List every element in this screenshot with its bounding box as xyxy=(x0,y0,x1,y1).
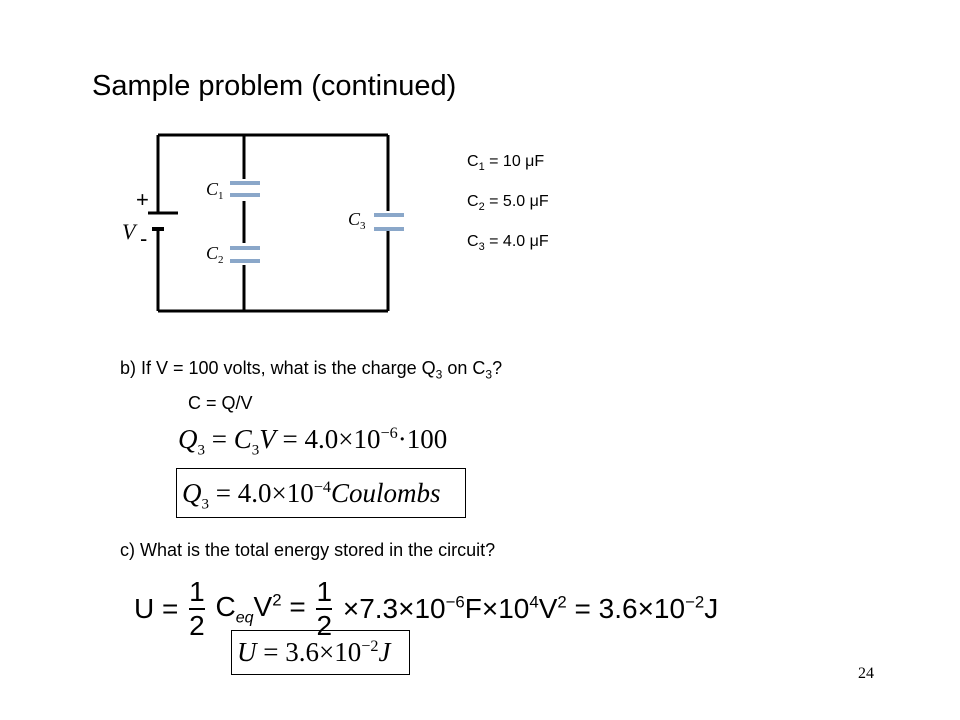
part-b-formula: C = Q/V xyxy=(188,393,253,413)
battery-minus-label: - xyxy=(140,226,147,251)
part-c-question: c) What is the total energy stored in th… xyxy=(120,540,496,560)
c3-label-sub: 3 xyxy=(360,220,366,232)
c2-label: C xyxy=(206,243,219,263)
c2-label-sub: 2 xyxy=(218,254,224,266)
c1-label-sub: 1 xyxy=(218,190,224,202)
given-c3: C3 = 4.0 μF xyxy=(467,233,549,254)
given-c1: C1 = 10 μF xyxy=(467,153,545,174)
battery-v-label: V xyxy=(122,219,138,244)
c1-label: C xyxy=(206,179,219,199)
page-number: 24 xyxy=(858,665,874,682)
charge-equation: Q3 = C3V = 4.0×10−6·100 xyxy=(178,424,448,459)
c3-label: C xyxy=(348,209,361,229)
slide-title: Sample problem (continued) xyxy=(92,70,457,102)
energy-result-equation: U = 3.6×10−2J xyxy=(237,637,391,667)
given-c2: C2 = 5.0 μF xyxy=(467,193,549,214)
circuit-diagram: + - V C 1 C 2 C 3 xyxy=(122,133,404,313)
energy-result-box xyxy=(231,630,410,675)
charge-result-equation: Q3 = 4.0×10−4Coulombs xyxy=(182,478,441,513)
battery-plus-label: + xyxy=(136,187,149,212)
part-b-question: b) If V = 100 volts, what is the charge … xyxy=(120,358,503,382)
charge-result-box xyxy=(176,468,466,518)
